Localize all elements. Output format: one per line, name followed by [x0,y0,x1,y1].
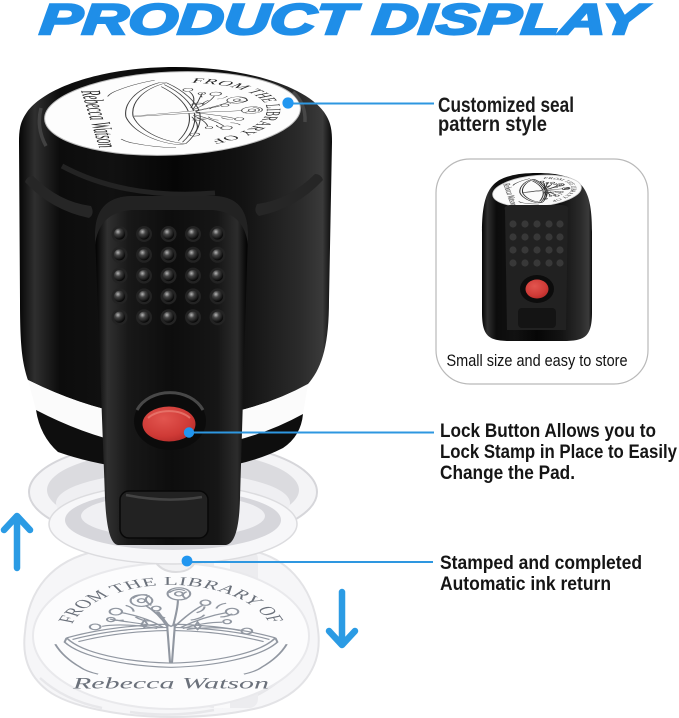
svg-text:PRODUCT DISPLAY: PRODUCT DISPLAY [38,0,650,44]
svg-text:Small size and easy to store: Small size and easy to store [447,351,628,370]
svg-text:Lock Stamp in Place to Easily: Lock Stamp in Place to Easily [440,441,677,463]
svg-text:pattern style: pattern style [438,113,547,136]
svg-text:Stamped and completed: Stamped and completed [440,552,642,574]
svg-text:Lock Button Allows you to: Lock Button Allows you to [440,420,656,442]
svg-text:Customized seal: Customized seal [438,94,574,117]
svg-text:Automatic ink return: Automatic ink return [440,573,611,595]
svg-text:Change the Pad.: Change the Pad. [440,462,575,484]
